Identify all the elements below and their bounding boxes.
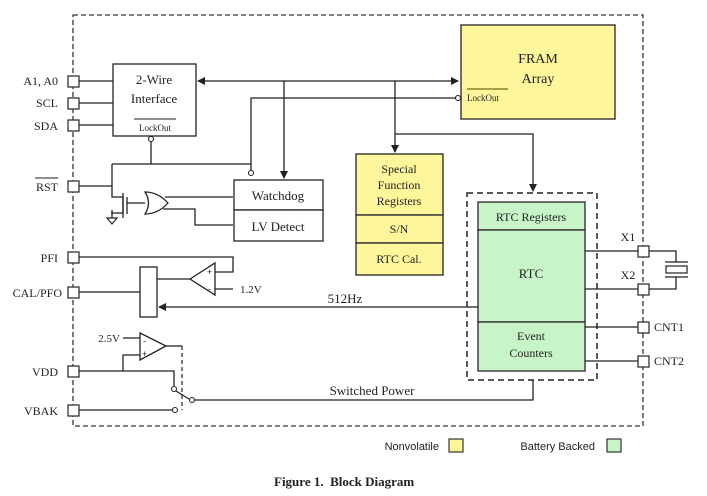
pfi-line: [79, 256, 234, 273]
fram-lockout-line: [250, 97, 456, 170]
fram-subtitle: Array: [522, 72, 555, 87]
pin-a1a0: [67, 75, 80, 88]
switched-power-label: Switched Power: [330, 383, 416, 398]
pin-cnt1: [637, 321, 650, 334]
rst-line: [79, 164, 113, 187]
event-counters-line1: Event: [517, 329, 546, 343]
chip-boundary: [72, 14, 644, 427]
fram-title: FRAM: [518, 52, 558, 67]
pin-x1: [637, 245, 650, 258]
rtc-label: RTC: [519, 266, 544, 281]
pin-label-vbak: VBAK: [24, 404, 58, 418]
lv-detect-label: LV Detect: [251, 219, 304, 234]
fram-lockout-bubble: [454, 94, 462, 102]
pin-x2: [637, 283, 650, 296]
pin-label-sda: SDA: [34, 119, 58, 133]
event-counters-line2: Counters: [509, 346, 553, 360]
lockout-bubble: [147, 135, 155, 143]
comp-minus: -: [208, 284, 211, 294]
two-wire-title: 2-Wire: [136, 72, 173, 87]
legend-battery-backed-label: Battery Backed: [520, 441, 595, 453]
fram-array-block: [460, 24, 616, 120]
legend-nonvolatile-swatch: [448, 438, 464, 453]
pin-scl: [67, 97, 80, 110]
pin-label-pfi: PFI: [41, 251, 58, 265]
pin-label-cnt1: CNT1: [654, 320, 684, 334]
special-function-registers-block: [355, 153, 444, 216]
legend-battery-backed-swatch: [606, 438, 622, 453]
figure-caption: Figure 1. Block Diagram: [274, 474, 414, 489]
sfr-line1: Special: [381, 162, 417, 176]
vcomp-minus: -: [143, 336, 146, 346]
ref-2-5v-label: 2.5V: [98, 333, 120, 345]
pin-sda: [67, 119, 80, 132]
pin-pfi: [67, 251, 80, 264]
event-counters-block: [477, 321, 586, 372]
pin-vdd: [67, 365, 80, 378]
two-wire-subtitle: Interface: [131, 91, 177, 106]
watchdog-label: Watchdog: [252, 188, 305, 203]
comp-plus: +: [207, 267, 212, 277]
two-wire-lockout-label: LockOut: [139, 123, 171, 133]
pin-label-x2: X2: [621, 268, 636, 282]
pfo-mux-block: [139, 266, 158, 318]
pin-label-cnt2: CNT2: [654, 354, 684, 368]
battery-backed-group: [466, 192, 598, 381]
rtc-cal-block: [355, 242, 444, 276]
watchdog-block: [233, 179, 324, 211]
power-switch-icon: [175, 390, 190, 400]
pin-label-cal-pfo: CAL/PFO: [13, 286, 63, 300]
sn-block: [355, 214, 444, 244]
pin-label-scl: SCL: [36, 96, 58, 110]
pin-label-x1: X1: [621, 230, 636, 244]
crystal-icon: [665, 265, 688, 274]
or-gate-icon: [143, 191, 169, 215]
pfi-comparator-icon: [188, 261, 216, 297]
rtc-block: [477, 229, 586, 323]
sn-label: S/N: [390, 222, 409, 236]
pin-vbak: [67, 404, 80, 417]
pin-label-rst: RST: [36, 180, 59, 194]
ref-1-2v-label: 1.2V: [240, 284, 262, 296]
legend-nonvolatile-label: Nonvolatile: [385, 441, 439, 453]
pin-cal-pfo: [67, 286, 80, 299]
watchdog-bubble: [247, 169, 255, 177]
pin-rst: [67, 180, 80, 193]
sfr-line3: Registers: [377, 194, 422, 208]
vdd-comparator-icon: [139, 331, 168, 362]
pin-label-vdd: VDD: [32, 365, 58, 379]
pin-label-a1a0: A1, A0: [23, 74, 58, 88]
lv-detect-block: [233, 209, 324, 242]
sfr-line2: Function: [378, 178, 421, 192]
rtc-cal-label: RTC Cal.: [376, 252, 421, 266]
ground-icon: [105, 217, 119, 225]
rtc-registers-block: [477, 201, 586, 231]
rtc-registers-label: RTC Registers: [496, 210, 567, 224]
bus-to-rtc: [395, 133, 537, 192]
switched-power-line: [195, 380, 534, 401]
two-wire-interface-block: [112, 63, 197, 137]
transistor-icon: [111, 186, 124, 218]
512hz-label: 512Hz: [328, 291, 363, 306]
fram-lockout-label: LockOut: [467, 93, 499, 103]
pin-cnt2: [637, 355, 650, 368]
vcomp-plus: +: [142, 349, 147, 359]
